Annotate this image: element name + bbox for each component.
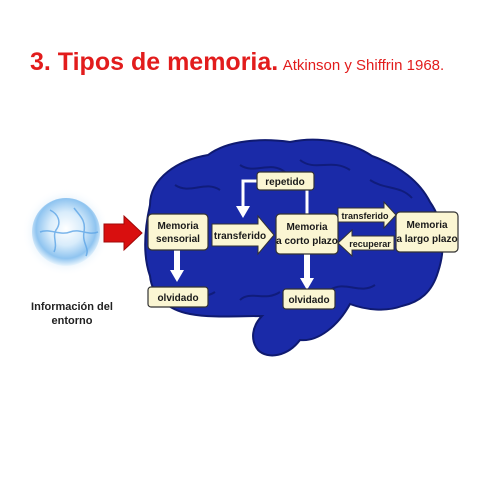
globe-caption-line1: Información del	[31, 301, 113, 313]
globe-icon	[22, 188, 110, 276]
memoria-corto-plazo-box: Memoria a corto plazo	[275, 213, 339, 255]
transferido-arrow-2: transferido	[337, 200, 397, 230]
corto-line1: Memoria	[286, 222, 328, 233]
recuperar-label: recuperar	[349, 239, 391, 249]
olvidado-label-1: olvidado	[157, 293, 198, 304]
sensorial-line2: sensorial	[156, 234, 200, 245]
memoria-largo-plazo-box: Memoria a largo plazo	[395, 211, 459, 253]
repetido-label: repetido	[265, 177, 304, 188]
title-main: 3. Tipos de memoria.	[30, 48, 279, 76]
input-arrow	[103, 214, 143, 252]
globe-caption: Información del entorno	[22, 300, 122, 328]
transferido-label-1: transferido	[214, 231, 266, 242]
repetido-box: repetido	[256, 171, 315, 191]
olvidado-box-1: olvidado	[147, 286, 209, 308]
olvidado-label-2: olvidado	[288, 295, 329, 306]
largo-line1: Memoria	[406, 220, 448, 231]
forget-connectors	[170, 250, 314, 290]
largo-line2: a largo plazo	[396, 234, 457, 245]
repetido-arrowhead	[236, 206, 250, 218]
sensorial-line1: Memoria	[157, 221, 199, 232]
olvidado-box-2: olvidado	[282, 288, 336, 310]
corto-line2: a corto plazo	[276, 236, 338, 247]
recuperar-arrow: recuperar	[337, 228, 395, 258]
transferido-arrow-1: transferido	[211, 214, 275, 256]
memoria-sensorial-box: Memoria sensorial	[147, 213, 209, 251]
page-title: 3. Tipos de memoria. Atkinson y Shiffrin…	[30, 48, 470, 77]
title-sub: Atkinson y Shiffrin 1968.	[282, 57, 445, 74]
globe-caption-line2: entorno	[51, 315, 93, 327]
transferido-label-2: transferido	[341, 211, 389, 221]
